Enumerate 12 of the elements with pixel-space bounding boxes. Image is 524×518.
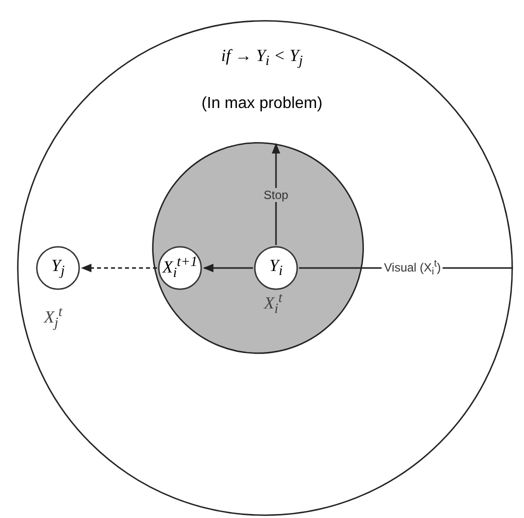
math-label: Y$_{j}$: [50, 256, 66, 280]
edge-label: Stop: [262, 188, 290, 202]
arrow: [80, 264, 157, 272]
node-circle: [254, 246, 298, 290]
math-label: Y$_{i}$: [268, 256, 284, 280]
condition-text: if → Y$_{i}$ < Y$_{j}$: [221, 46, 303, 70]
note-text: (In max problem): [202, 95, 322, 113]
outer-circle: [17, 20, 513, 516]
node-circle: [158, 246, 202, 290]
arrow: [202, 264, 253, 272]
node-circle: [36, 246, 80, 290]
shaded-circle: [152, 142, 364, 354]
